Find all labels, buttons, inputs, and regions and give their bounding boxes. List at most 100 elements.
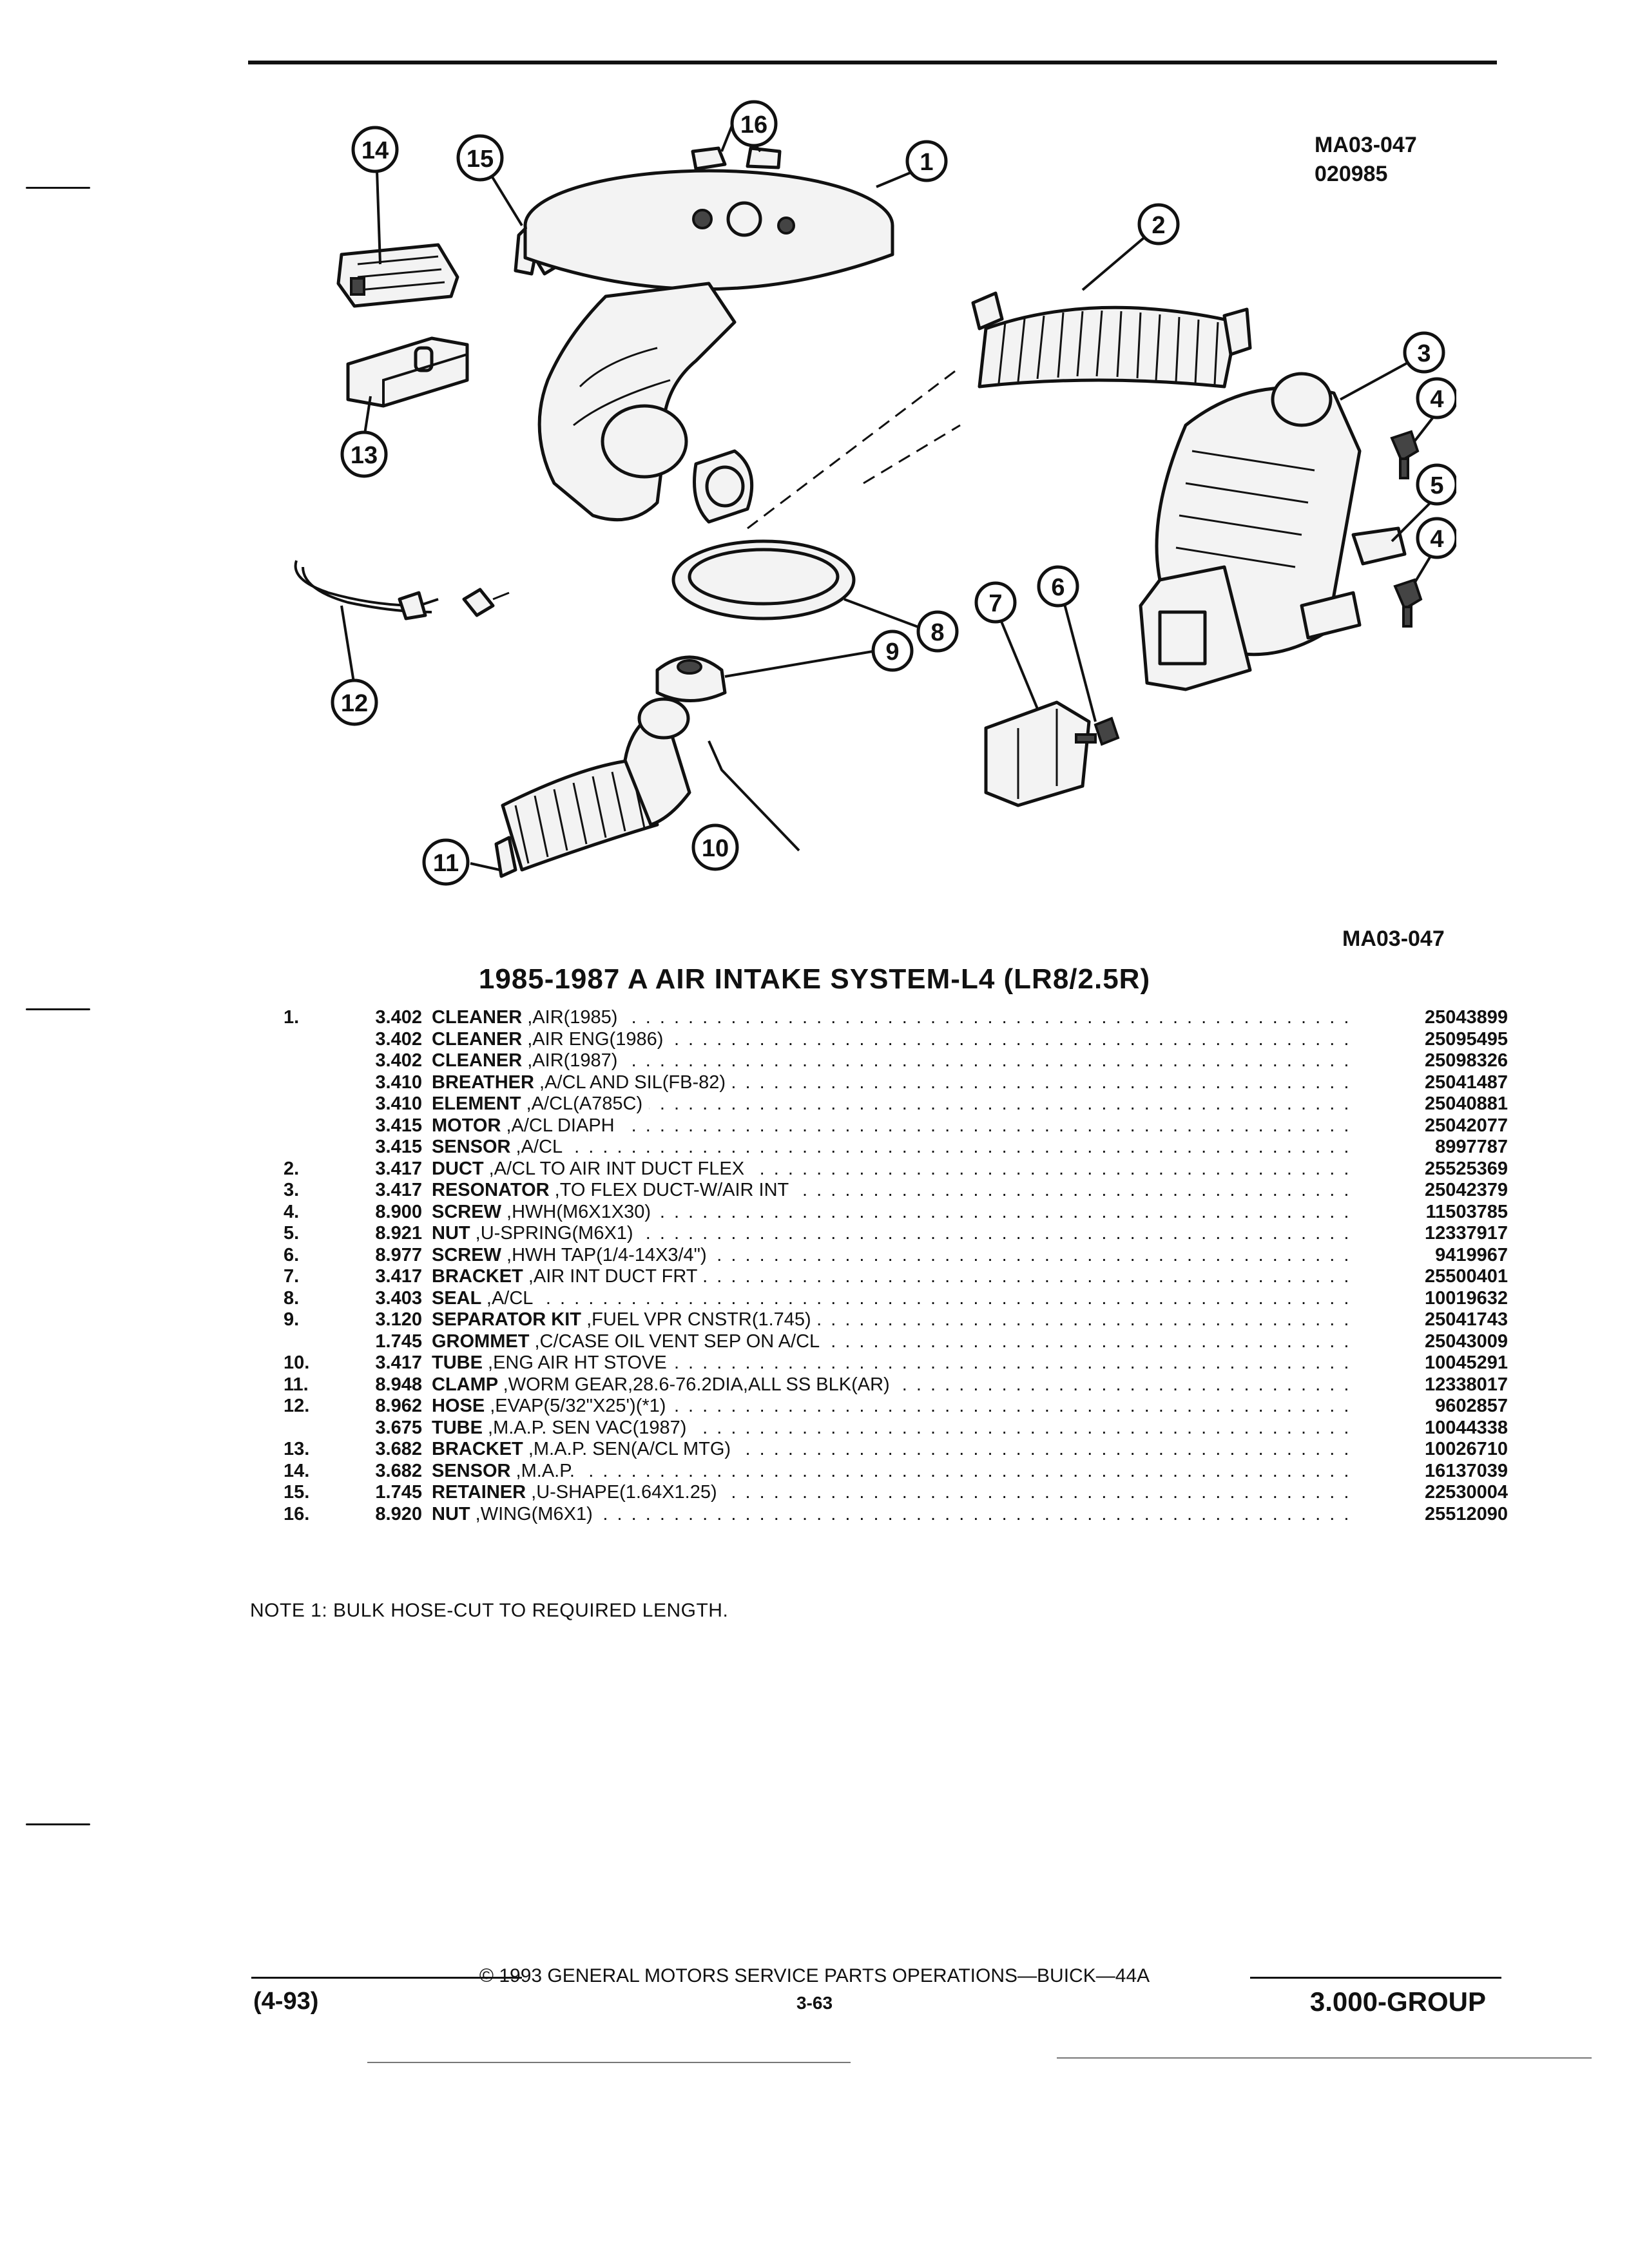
part-number: 10044338 — [1358, 1417, 1508, 1439]
part-detail: ,HWH(M6X1X30) — [506, 1201, 651, 1222]
part-screws — [1390, 430, 1423, 628]
part-flex-duct — [971, 291, 1252, 389]
part-name: SEPARATOR KIT — [432, 1309, 582, 1330]
group-number: 3.415 — [375, 1115, 422, 1136]
part-description: NUT ,U-SPRING(M6X1) — [432, 1223, 1358, 1245]
part-name: NUT — [432, 1503, 470, 1524]
group-number: 3.417 — [375, 1352, 422, 1373]
group-number: 1.745 — [375, 1331, 422, 1352]
part-number: 8997787 — [1358, 1137, 1508, 1158]
footer-rule-right — [1250, 1977, 1501, 1979]
item-number: 10. — [284, 1352, 310, 1373]
part-description: CLEANER ,AIR ENG(1986) — [432, 1028, 1358, 1051]
svg-text:13: 13 — [351, 442, 378, 469]
group-number: 3.402 — [375, 1007, 422, 1028]
part-description: BRACKET ,M.A.P. SEN(A/CL MTG) — [432, 1439, 1358, 1461]
footer-date: (4-93) — [253, 1988, 319, 2015]
part-number: 11503785 — [1358, 1201, 1508, 1223]
callout-15: 15 — [456, 134, 504, 182]
svg-text:6: 6 — [1051, 574, 1065, 601]
group-number: 3.410 — [375, 1072, 422, 1093]
section-title: 1985-1987 A AIR INTAKE SYSTEM-L4 (LR8/2.… — [478, 963, 1151, 995]
note: NOTE 1: BULK HOSE-CUT TO REQUIRED LENGTH… — [250, 1600, 729, 1621]
svg-text:4: 4 — [1430, 386, 1443, 413]
group-number: 3.402 — [375, 1028, 422, 1050]
part-number: 10019632 — [1358, 1287, 1508, 1309]
part-name: ELEMENT — [432, 1093, 521, 1114]
part-description: HOSE ,EVAP(5/32"X25')(*1) — [432, 1396, 1358, 1418]
svg-text:10: 10 — [702, 835, 729, 862]
group-number: 3.417 — [375, 1266, 422, 1287]
part-description: RESONATOR ,TO FLEX DUCT-W/AIR INT — [432, 1180, 1358, 1202]
part-description: DUCT ,A/CL TO AIR INT DUCT FLEX — [432, 1158, 1358, 1180]
item-number: 15. — [284, 1482, 310, 1503]
item-number: 1. — [284, 1007, 300, 1028]
assembly-line — [747, 366, 961, 530]
parts-diagram: 1 2 3 4 4 5 6 7 8 9 10 11 12 13 14 15 16 — [294, 100, 1456, 886]
part-name: BRACKET — [432, 1266, 523, 1287]
part-name: BREATHER — [432, 1072, 534, 1093]
scan-line — [1057, 2057, 1592, 2059]
item-number: 12. — [284, 1396, 310, 1416]
part-number: 25041487 — [1358, 1072, 1508, 1093]
part-name: CLAMP — [432, 1374, 498, 1395]
part-name: RESONATOR — [432, 1180, 550, 1200]
part-name: RETAINER — [432, 1482, 526, 1503]
group-number: 8.920 — [375, 1503, 422, 1524]
item-number: 3. — [284, 1180, 300, 1200]
margin-mark — [26, 187, 90, 189]
part-number: 22530004 — [1358, 1482, 1508, 1504]
group-number: 3.403 — [375, 1287, 422, 1309]
footer-group: 3.000-GROUP — [1309, 1986, 1486, 2017]
callout-5: 5 — [1416, 463, 1456, 506]
group-number: 3.120 — [375, 1309, 422, 1330]
part-number: 16137039 — [1358, 1460, 1508, 1482]
figure-code: MA03-047 — [1315, 133, 1417, 157]
part-name: TUBE — [432, 1417, 483, 1438]
callout-14: 14 — [351, 126, 399, 173]
part-detail: ,TO FLEX DUCT-W/AIR INT — [554, 1180, 789, 1200]
part-detail: ,AIR(1987) — [527, 1050, 618, 1071]
part-name: CLEANER — [432, 1050, 523, 1071]
svg-text:2: 2 — [1152, 212, 1165, 239]
part-name: MOTOR — [432, 1115, 501, 1136]
part-description: NUT ,WING(M6X1) — [432, 1503, 1358, 1526]
part-number: 25043899 — [1358, 1007, 1508, 1029]
part-description: TUBE ,M.A.P. SEN VAC(1987) — [432, 1417, 1358, 1439]
part-map-sensor — [336, 243, 459, 308]
part-detail: ,ENG AIR HT STOVE — [488, 1352, 667, 1373]
part-description: TUBE ,ENG AIR HT STOVE — [432, 1352, 1358, 1374]
part-detail: ,WING(M6X1) — [475, 1503, 593, 1524]
svg-text:8: 8 — [930, 619, 944, 646]
callout-1: 1 — [905, 140, 948, 182]
part-detail: ,A/CL — [516, 1137, 563, 1157]
footer-copyright: © 1993 GENERAL MOTORS SERVICE PARTS OPER… — [479, 1965, 1150, 1986]
part-seal — [671, 539, 856, 620]
part-description: SEPARATOR KIT ,FUEL VPR CNSTR(1.745) — [432, 1309, 1358, 1331]
part-detail: ,U-SHAPE(1.64X1.25) — [531, 1482, 717, 1503]
part-description: CLAMP ,WORM GEAR,28.6-76.2DIA,ALL SS BLK… — [432, 1374, 1358, 1396]
group-number: 3.682 — [375, 1439, 422, 1459]
part-description: SENSOR ,A/CL — [432, 1137, 1358, 1158]
part-detail: ,M.A.P. SEN(A/CL MTG) — [528, 1439, 731, 1459]
part-number: 9602857 — [1358, 1396, 1508, 1418]
part-name: SCREW — [432, 1244, 501, 1265]
part-description: BREATHER ,A/CL AND SIL(FB-82) — [432, 1072, 1358, 1094]
part-name: HOSE — [432, 1396, 485, 1416]
svg-text:16: 16 — [740, 111, 767, 139]
svg-text:3: 3 — [1417, 340, 1431, 367]
top-rule — [248, 61, 1497, 64]
part-number: 25041743 — [1358, 1309, 1508, 1331]
figure-date-code: 020985 — [1315, 162, 1388, 186]
